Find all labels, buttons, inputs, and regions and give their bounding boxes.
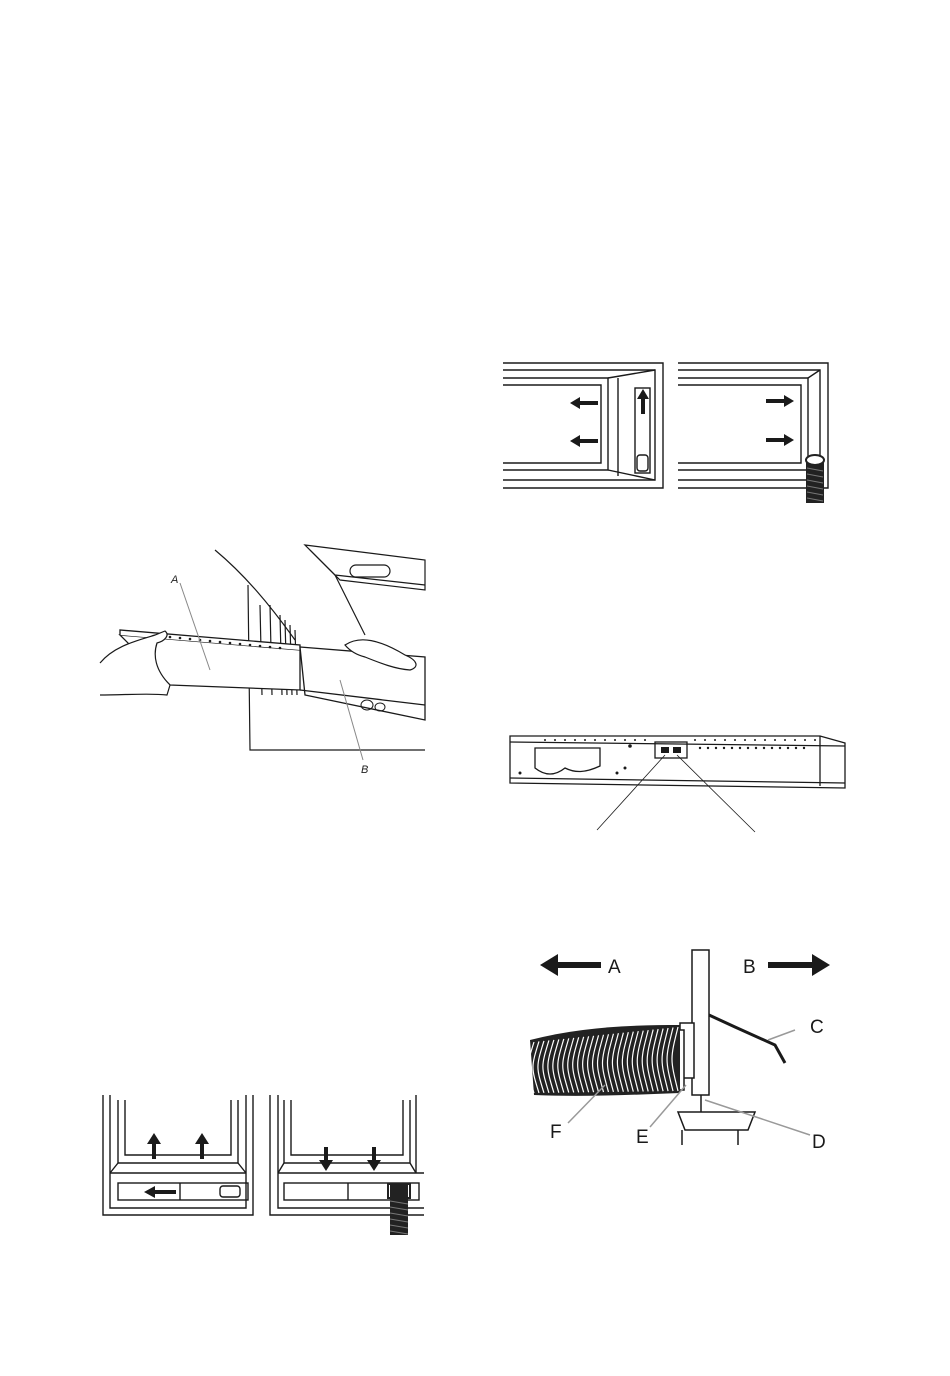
label-b: B: [361, 764, 368, 776]
slider-extension-illustration: A B: [95, 545, 425, 785]
label-e: E: [636, 1127, 649, 1148]
arrow-right-icon: [766, 395, 794, 407]
label-f: F: [550, 1122, 562, 1143]
arrow-right-icon: [768, 954, 830, 976]
label-a: A: [170, 574, 178, 586]
slider-panel-screws-illustration: [505, 728, 850, 838]
vertical-window-illustration: [98, 1095, 428, 1235]
label-c: C: [810, 1017, 824, 1038]
horizontal-window-illustration: [503, 358, 838, 503]
arrow-left-icon: [570, 397, 598, 409]
label-a: A: [608, 957, 621, 978]
arrow-down-icon: [319, 1147, 333, 1171]
exhaust-hose-end: [806, 455, 824, 503]
arrow-up-icon: [637, 389, 649, 414]
arrow-left-icon: [570, 435, 598, 447]
arrow-left-icon: [540, 954, 601, 976]
arrow-left-icon: [144, 1186, 176, 1198]
label-b: B: [743, 957, 756, 978]
arrow-right-icon: [766, 434, 794, 446]
arrow-down-icon: [367, 1147, 381, 1171]
exhaust-hose-end: [388, 1184, 410, 1235]
label-d: D: [812, 1132, 826, 1153]
hose-installation-illustration: A B C D E F: [520, 945, 840, 1160]
